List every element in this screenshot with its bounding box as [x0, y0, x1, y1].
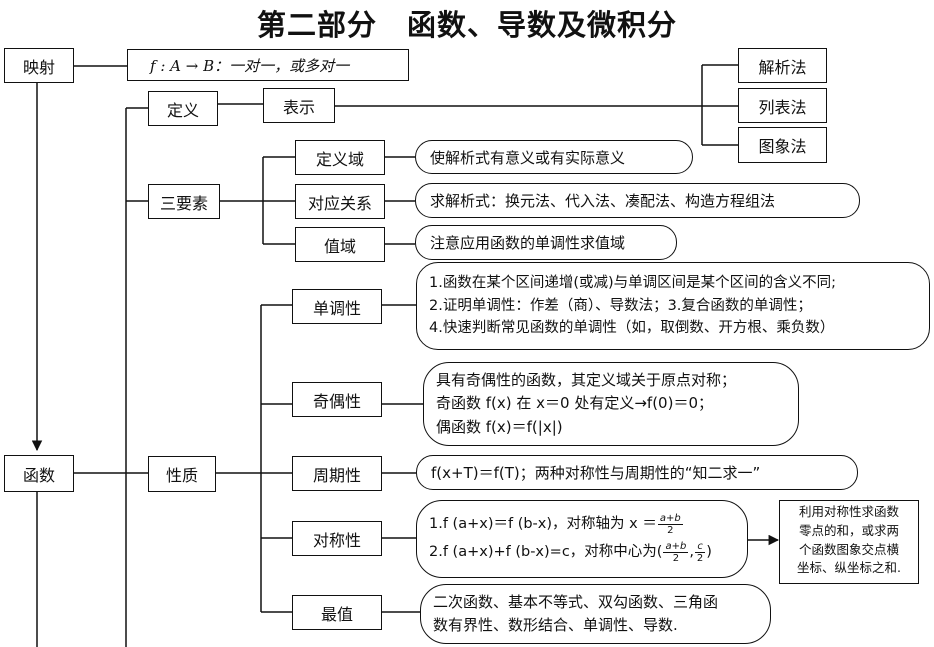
- parity-node: 奇偶性: [292, 382, 382, 417]
- function-node: 函数: [4, 455, 74, 492]
- range-node: 值域: [295, 227, 385, 262]
- representation-node: 表示: [263, 88, 335, 123]
- symmetry-side-note: 利用对称性求函数 零点的和，或求两 个函数图象交点横 坐标、纵坐标之和.: [779, 500, 919, 584]
- symmetry-center-separator: ,: [689, 544, 694, 560]
- symmetry-line-2-text: 2.f (a+x)+f (b-x)=c，对称中心为(: [429, 544, 663, 560]
- fraction-denominator: 2: [696, 552, 704, 564]
- monotonicity-line-3: 4.快速判断常见函数的单调性（如，取倒数、开方根、乘负数）: [429, 320, 835, 337]
- method-table: 列表法: [738, 88, 827, 123]
- monotonicity-line-2: 2.证明单调性：作差（商）、导数法；3.复合函数的单调性；: [429, 297, 812, 314]
- side-note-line-1: 利用对称性求函数: [798, 504, 899, 519]
- extremum-line-2: 数有界性、数形结合、单调性、导数.: [433, 616, 678, 634]
- monotonicity-node: 单调性: [292, 289, 382, 324]
- periodicity-note: f(x+T)＝f(T)；两种对称性与周期性的“知二求一”: [416, 455, 858, 490]
- symmetry-center-close: ): [706, 544, 712, 560]
- domain-node: 定义域: [295, 140, 385, 175]
- parity-line-2: 奇函数 f(x) 在 x＝0 处有定义→f(0)＝0；: [436, 394, 713, 413]
- properties-node: 性质: [148, 456, 216, 492]
- side-note-line-4: 坐标、纵坐标之和.: [797, 560, 901, 576]
- mapping-node: 映射: [4, 48, 74, 83]
- parity-line-3: 偶函数 f(x)＝f(|x|): [436, 417, 563, 436]
- three-elements-node: 三要素: [148, 184, 220, 219]
- domain-note: 使解析式有意义或有实际意义: [415, 140, 693, 174]
- extremum-line-1: 二次函数、基本不等式、双勾函数、三角函: [433, 592, 719, 611]
- range-note: 注意应用函数的单调性求值域: [415, 225, 677, 260]
- fraction-numerator: a+b: [657, 512, 683, 525]
- definition-node: 定义: [148, 91, 218, 126]
- side-note-line-2: 零点的和，或求两: [798, 522, 899, 538]
- periodicity-node: 周期性: [292, 456, 382, 491]
- mapping-description-text: f : A → B：一对一，或多对一: [150, 56, 350, 75]
- correspondence-node: 对应关系: [295, 184, 385, 219]
- mapping-description: f : A → B：一对一，或多对一: [127, 49, 409, 81]
- fraction-denominator: 2: [667, 524, 674, 536]
- side-note-line-3: 个函数图象交点横: [798, 541, 899, 557]
- fraction-numerator: c: [695, 540, 705, 553]
- parity-note: 具有奇偶性的函数，其定义域关于原点对称； 奇函数 f(x) 在 x＝0 处有定义…: [423, 362, 799, 446]
- extremum-note: 二次函数、基本不等式、双勾函数、三角函 数有界性、数形结合、单调性、导数.: [420, 584, 771, 644]
- monotonicity-note: 1.函数在某个区间递增(或减)与单调区间是某个区间的含义不同; 2.证明单调性：…: [416, 262, 930, 350]
- correspondence-note: 求解析式：换元法、代入法、凑配法、构造方程组法: [415, 183, 860, 218]
- page-title: 第二部分 函数、导数及微积分: [256, 8, 677, 42]
- symmetry-node: 对称性: [292, 521, 382, 556]
- method-analytic: 解析法: [738, 48, 827, 83]
- parity-line-1: 具有奇偶性的函数，其定义域关于原点对称；: [436, 371, 737, 390]
- method-graph: 图象法: [738, 127, 827, 163]
- fraction-denominator: 2: [672, 552, 680, 564]
- monotonicity-line-1: 1.函数在某个区间递增(或减)与单调区间是某个区间的含义不同;: [429, 275, 837, 292]
- extremum-node: 最值: [292, 595, 382, 630]
- symmetry-line-1-text: 1.f (a+x)＝f (b-x)，对称轴为 x ＝: [429, 516, 657, 533]
- fraction-numerator: a+b: [663, 540, 689, 553]
